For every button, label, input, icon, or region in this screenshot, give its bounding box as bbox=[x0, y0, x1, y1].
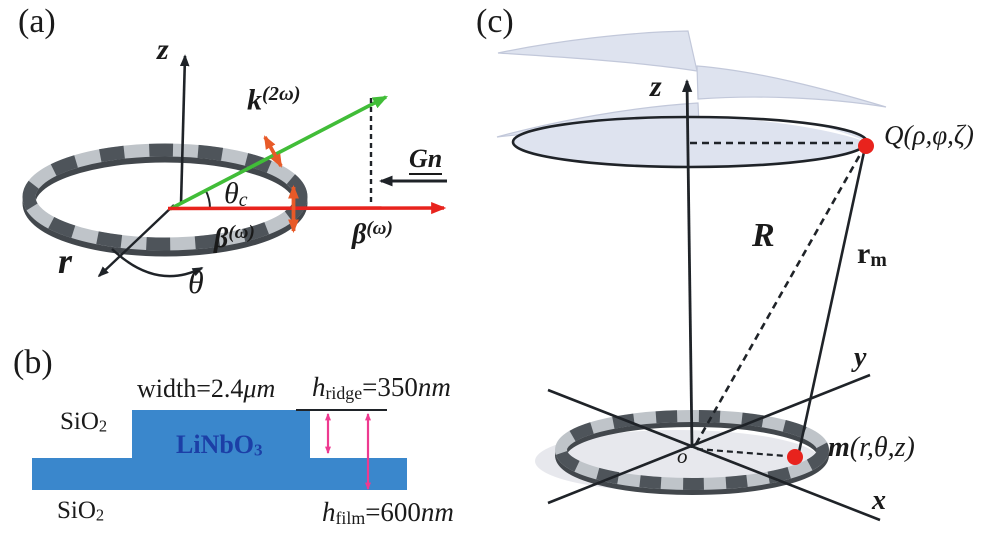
h-film-label: hfilm=600nm bbox=[322, 497, 454, 528]
r-axis-label: r bbox=[58, 241, 73, 281]
sio2-bottom-label: SiO2 bbox=[57, 497, 105, 525]
panel-a-tag: (a) bbox=[18, 3, 56, 40]
gn-label: Gn bbox=[409, 144, 443, 175]
y-axis-label: y bbox=[854, 342, 867, 373]
panel-b-graphics bbox=[32, 409, 407, 491]
microring-a bbox=[22, 143, 308, 257]
R-label: R bbox=[752, 217, 775, 254]
beta-omega-label-right: β(ω) bbox=[352, 218, 393, 250]
point-m bbox=[787, 449, 803, 465]
panel-a-graphics bbox=[22, 54, 447, 278]
o-to-m-dashed bbox=[696, 447, 787, 458]
beta-omega-label-mid: β(ω) bbox=[214, 222, 255, 254]
h-ridge-label: hridge=350nm bbox=[312, 372, 451, 403]
z-axis-label-a: z bbox=[157, 33, 169, 66]
z-axis-a bbox=[179, 54, 190, 205]
theta-arc-arrow bbox=[111, 248, 204, 278]
m-point-label: m(r,θ,z) bbox=[828, 432, 915, 463]
beta-omega-arrow bbox=[167, 201, 447, 215]
sio2-top-label: SiO2 bbox=[60, 408, 108, 436]
z-axis-label-c: z bbox=[650, 70, 662, 103]
rm-label: rm bbox=[857, 237, 887, 272]
y-axis-c bbox=[547, 373, 871, 505]
origin-label: o bbox=[677, 444, 688, 468]
waveguide-ridge bbox=[132, 410, 310, 458]
panel-c-graphics bbox=[496, 30, 887, 522]
width-label: width=2.4μm bbox=[137, 374, 276, 403]
linbo3-label: LiNbO3 bbox=[176, 430, 263, 460]
panel-c-tag: (c) bbox=[476, 3, 514, 40]
helical-wavefront bbox=[496, 30, 887, 168]
theta-label: θ bbox=[188, 264, 204, 300]
theta-c-label: θc bbox=[224, 177, 248, 212]
rm-line bbox=[797, 151, 866, 453]
polarization-arrow-tilted bbox=[263, 135, 283, 168]
theta-c-arc bbox=[204, 189, 212, 209]
k-2omega-label: k(2ω) bbox=[247, 83, 301, 117]
z-axis-c bbox=[681, 79, 694, 449]
x-axis-label: x bbox=[872, 485, 886, 516]
waveguide-slab bbox=[32, 458, 407, 490]
panel-b-tag: (b) bbox=[13, 344, 53, 381]
q-point-label: Q(ρ,φ,ζ) bbox=[884, 120, 974, 150]
x-axis-c bbox=[547, 388, 881, 522]
point-Q bbox=[858, 138, 874, 154]
R-dashed-line bbox=[694, 152, 863, 445]
r-axis-a bbox=[97, 204, 175, 278]
